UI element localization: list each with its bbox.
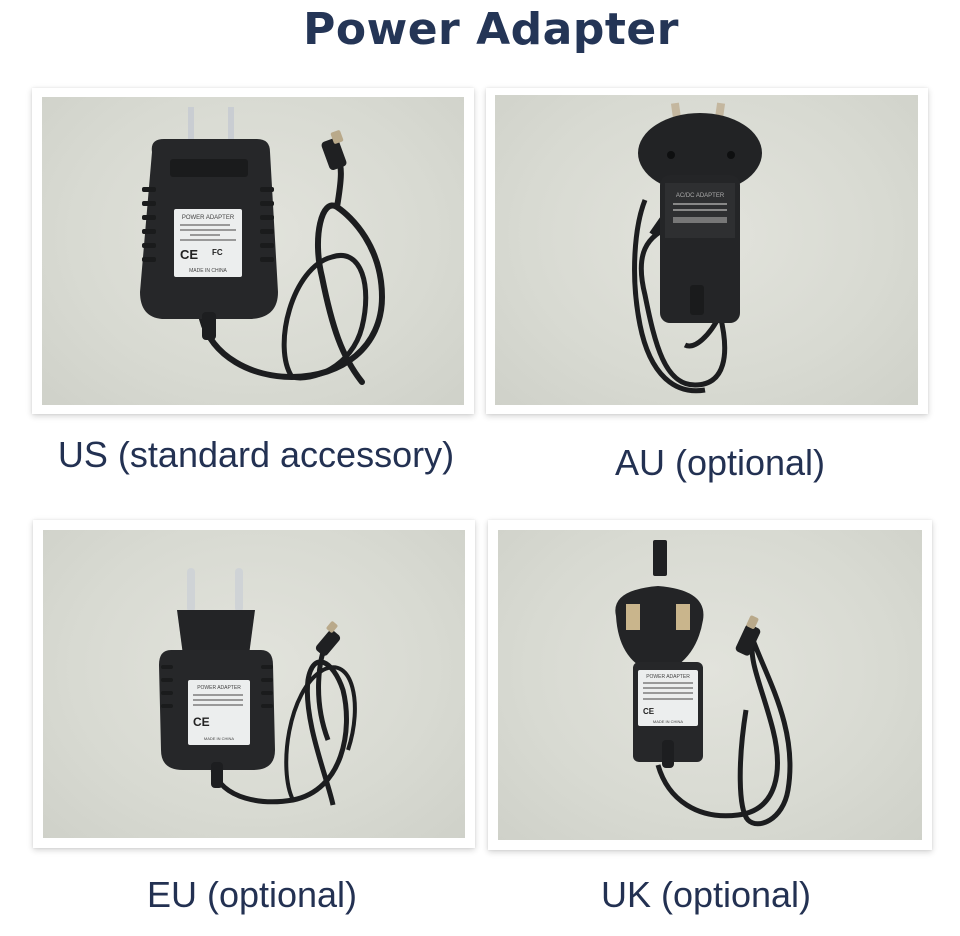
uk-earth-pin: [653, 540, 667, 576]
svg-text:CE: CE: [193, 715, 210, 729]
eu-pin-left: [187, 568, 195, 612]
caption-au: AU (optional): [614, 442, 826, 483]
au-adapter-illustration: AC/DC ADAPTER: [632, 102, 762, 394]
dc-jack-icon: [321, 137, 347, 171]
us-prong-right: [228, 107, 234, 143]
us-prong-left: [188, 107, 194, 143]
svg-text:AC/DC ADAPTER: AC/DC ADAPTER: [676, 193, 725, 199]
svg-text:FC: FC: [212, 248, 223, 257]
caption-us: US (standard accessory): [57, 434, 455, 475]
svg-text:MADE IN CHINA: MADE IN CHINA: [653, 719, 684, 724]
svg-text:POWER ADAPTER: POWER ADAPTER: [182, 215, 235, 221]
photo-au-adapter: AC/DC ADAPTER: [495, 95, 918, 405]
caption-eu: EU (optional): [146, 874, 358, 915]
svg-text:POWER ADAPTER: POWER ADAPTER: [197, 685, 241, 691]
rating-label: [188, 680, 250, 745]
photo-uk-adapter: POWER ADAPTER CE MADE IN CHINA: [498, 530, 922, 840]
eu-pin-right: [235, 568, 243, 612]
eu-adapter-illustration: POWER ADAPTER CE MADE IN CHINA: [159, 568, 357, 806]
photo-us-adapter: POWER ADAPTER CE FC MADE IN CHINA: [42, 97, 464, 405]
svg-text:CE: CE: [180, 247, 198, 262]
svg-text:MADE IN CHINA: MADE IN CHINA: [189, 268, 227, 274]
svg-text:CE: CE: [643, 707, 655, 716]
us-adapter-illustration: POWER ADAPTER CE FC MADE IN CHINA: [140, 107, 386, 385]
uk-adapter-illustration: POWER ADAPTER CE MADE IN CHINA: [615, 540, 793, 827]
svg-text:MADE IN CHINA: MADE IN CHINA: [204, 736, 235, 741]
page-title: Power Adapter: [303, 4, 679, 55]
svg-text:POWER ADAPTER: POWER ADAPTER: [646, 674, 690, 680]
photo-eu-adapter: POWER ADAPTER CE MADE IN CHINA: [43, 530, 465, 838]
caption-uk: UK (optional): [600, 874, 812, 915]
round-plug-head: [638, 113, 762, 193]
